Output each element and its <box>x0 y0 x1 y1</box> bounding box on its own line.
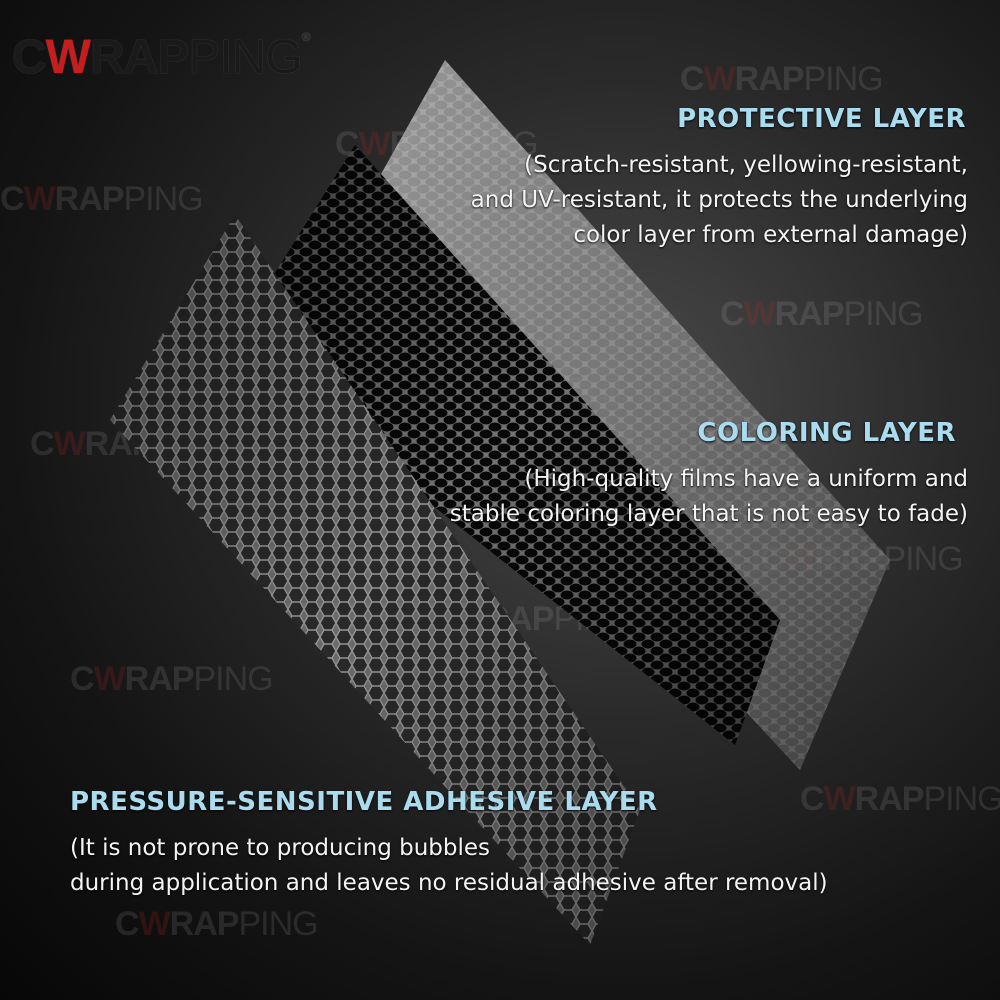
coloring-layer-title: COLORING LAYER <box>697 418 956 448</box>
coloring-layer-block: COLORING LAYER (High-quality films have … <box>450 418 968 532</box>
watermark: CWRAPPING <box>0 180 204 218</box>
watermark: CWRAPPING <box>720 295 924 333</box>
adhesive-layer-block: PRESSURE-SENSITIVE ADHESIVE LAYER (It is… <box>70 787 828 901</box>
protective-layer-block: PROTECTIVE LAYER (Scratch-resistant, yel… <box>471 104 968 253</box>
brand-logo: CWRAPPING® <box>12 30 311 84</box>
adhesive-layer-title: PRESSURE-SENSITIVE ADHESIVE LAYER <box>70 787 658 817</box>
adhesive-layer-desc: (It is not prone to producing bubbles du… <box>70 835 828 896</box>
watermark: CWRAPPING <box>800 780 1000 818</box>
watermark: CWRAPPING <box>680 60 884 98</box>
protective-layer-title: PROTECTIVE LAYER <box>677 104 966 134</box>
protective-layer-desc: (Scratch-resistant, yellowing-resistant,… <box>470 152 968 248</box>
coloring-layer-desc: (High-quality films have a uniform and s… <box>449 466 968 527</box>
watermark: CWRAPPING <box>70 660 274 698</box>
watermark: CWRAPPING <box>115 905 319 943</box>
